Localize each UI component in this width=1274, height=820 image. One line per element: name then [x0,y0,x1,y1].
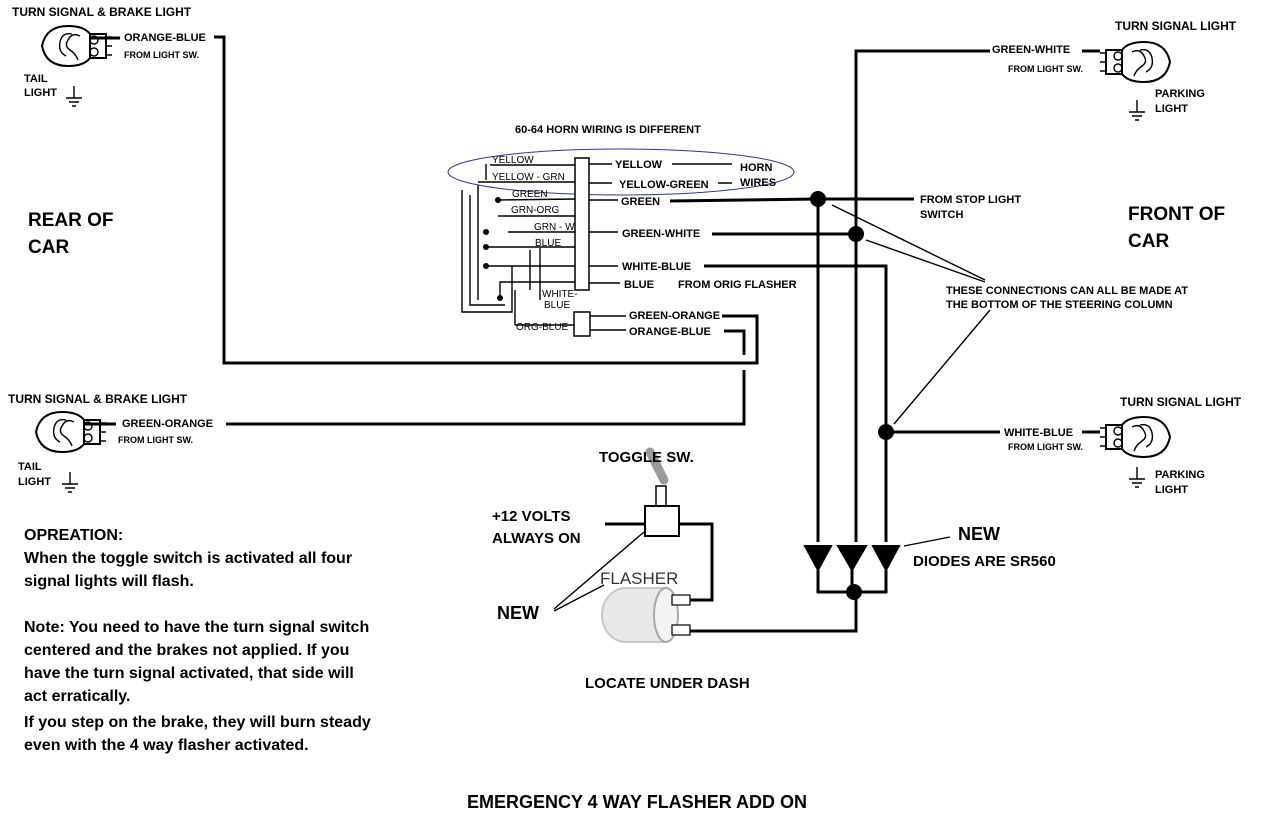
volts-label-2: ALWAYS ON [492,530,581,547]
junction-white-blue [878,424,894,440]
rear-bottom-lamp-title: TURN SIGNAL & BRAKE LIGHT [8,392,188,406]
junction-green [810,191,826,207]
wire-label-blue: BLUE [624,279,654,291]
front-top-wire-label: GREEN-WHITE [992,44,1070,56]
toggle-label: TOGGLE SW. [599,449,694,466]
junction-diode-bus [846,584,862,600]
wire-label-green-orange: GREEN-ORANGE [629,310,720,322]
wire-label-yellow-green: YELLOW-GREEN [619,179,709,191]
front-of-car-label-2: CAR [1128,231,1169,252]
flasher-unit [601,587,691,643]
volts-label: +12 VOLTS [492,508,571,525]
front-of-car-label: FRONT OF [1128,204,1225,225]
connections-note: THESE CONNECTIONS CAN ALL BE MADE AT [946,285,1188,297]
new-callout-lines [553,531,645,612]
front-top-parking-label: PARKING [1155,88,1205,100]
locate-under-dash-label: LOCATE UNDER DASH [585,675,750,692]
front-top-lamp-title: TURN SIGNAL LIGHT [1115,19,1237,33]
horn-wires-label-2: WIRES [740,177,776,189]
diode-callout-line [903,536,951,547]
inner-label-green: GREEN [512,189,548,200]
note-line-4: act erratically. [24,688,131,705]
from-orig-flasher-label: FROM ORIG FLASHER [678,279,797,291]
note-line-1: Note: You need to have the turn signal s… [24,619,370,636]
new-components-label: NEW [497,603,539,623]
connections-callout-lines [831,204,991,425]
rear-bottom-tail-label-2: LIGHT [18,476,51,488]
operation-line-1: When the toggle switch is activated all … [24,550,353,567]
inner-label-grn-org: GRN-ORG [511,205,560,216]
inner-label-white-blue: BLUE [544,300,570,311]
inner-label-grn-w: GRN - W [534,222,575,233]
stop-switch-label-2: SWITCH [920,209,963,221]
rear-top-wire-label: ORANGE-BLUE [124,32,206,44]
rear-of-car-label: REAR OF [28,210,114,231]
rear-top-tail-label: TAIL [24,73,48,85]
front-top-from-label: FROM LIGHT SW. [1008,64,1083,74]
front-bottom-lamp-title: TURN SIGNAL LIGHT [1120,395,1242,409]
front-bottom-parking-label-2: LIGHT [1155,484,1188,496]
diagram-title: EMERGENCY 4 WAY FLASHER ADD ON [466,792,808,812]
inner-label-blue: BLUE [535,238,561,249]
new-diodes-label: NEW [958,524,1000,544]
junction-green-white [848,226,864,242]
inner-label-yellow-grn: YELLOW - GRN [492,172,565,183]
flasher-label: FLASHER [600,569,678,588]
operation-heading: OPREATION: [24,527,124,544]
inner-label-white: WHITE- [542,289,578,300]
connector-block [574,157,590,291]
connections-note-2: THE BOTTOM OF THE STEERING COLUMN [946,299,1173,311]
rear-of-car-label-2: CAR [28,237,69,258]
front-top-parking-label-2: LIGHT [1155,103,1188,115]
wire-label-white-blue: WHITE-BLUE [622,261,691,273]
wire-label-green: GREEN [621,196,660,208]
rear-top-from-label: FROM LIGHT SW. [124,50,199,60]
horn-wiring-note: 60-64 HORN WIRING IS DIFFERENT [515,124,701,136]
toggle-lever [645,447,669,485]
rear-top-lamp-title: TURN SIGNAL & BRAKE LIGHT [12,5,192,19]
wire-label-yellow: YELLOW [615,159,663,171]
stop-switch-label: FROM STOP LIGHT [920,194,1021,206]
front-bottom-wire-label: WHITE-BLUE [1004,427,1073,439]
wire-label-green-white: GREEN-WHITE [622,228,700,240]
horn-wiring-outline [447,148,795,196]
diodes [803,545,901,573]
inner-label-org-blue: ORG-BLUE [516,322,569,333]
front-bottom-from-label: FROM LIGHT SW. [1008,442,1083,452]
note-line-6: even with the 4 way flasher activated. [24,737,309,754]
front-bottom-parking-label: PARKING [1155,469,1205,481]
diodes-note: DIODES ARE SR560 [913,553,1056,570]
wire-label-orange-blue: ORANGE-BLUE [629,326,711,338]
inner-label-yellow: YELLOW [492,155,534,166]
rear-top-tail-label-2: LIGHT [24,87,57,99]
note-line-3: have the turn signal activated, that sid… [24,665,354,682]
operation-line-2: signal lights will flash. [24,573,194,590]
steering-column-connector [447,148,795,337]
note-line-2: centered and the brakes not applied. If … [24,642,350,659]
rear-bottom-from-label: FROM LIGHT SW. [118,435,193,445]
toggle-switch [644,447,680,537]
note-line-5: If you step on the brake, they will burn… [24,714,371,731]
rear-bottom-wire-label: GREEN-ORANGE [122,418,213,430]
connector-block-small [573,311,591,337]
rear-bottom-tail-label: TAIL [18,461,42,473]
horn-wires-label: HORN [740,162,772,174]
